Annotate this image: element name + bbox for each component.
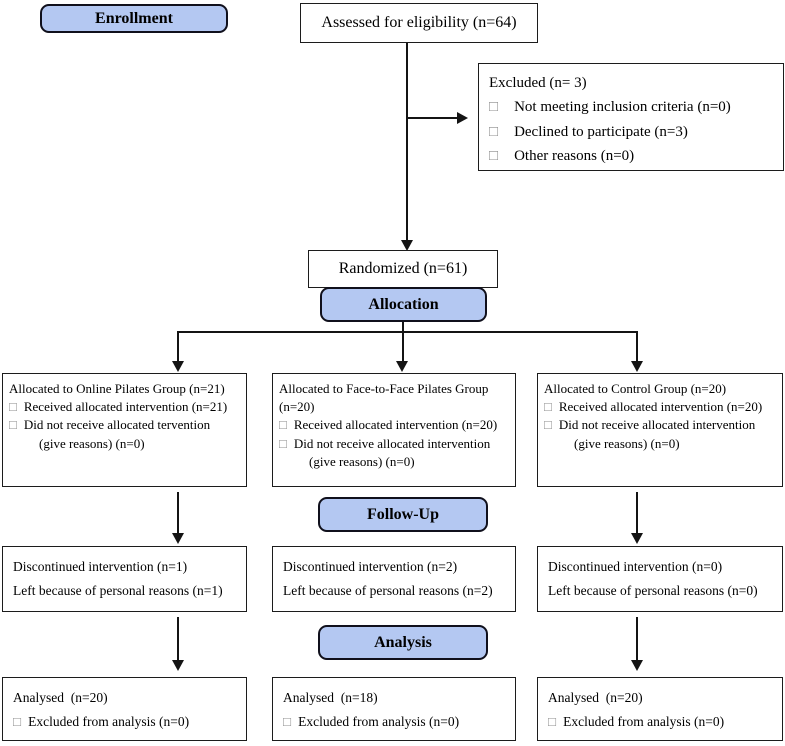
randomized-box: Randomized (n=61) <box>308 250 498 288</box>
allocation-item: □ Received allocated intervention (n=20) <box>544 398 776 416</box>
checkbox-icon: □ <box>9 399 17 415</box>
allocation-item: □ Did not receive allocated intervention <box>544 416 776 434</box>
checkbox-icon: □ <box>548 713 557 729</box>
checkbox-icon: □ <box>489 123 499 140</box>
followup-line: Left because of personal reasons (n=1) <box>13 582 223 598</box>
followup-box-control: Discontinued intervention (n=0) Left bec… <box>537 546 783 612</box>
connector-left-analysis <box>177 617 179 661</box>
excluded-title: Excluded (n= 3) <box>489 75 587 91</box>
analysis-line-label: Excluded from analysis (n=0) <box>28 713 190 729</box>
allocation-item: □ Did not receive allocated tervention <box>9 416 240 434</box>
follow-up-banner: Follow-Up <box>318 497 488 532</box>
allocation-title: Allocated to Face-to-Face Pilates Group … <box>279 381 489 415</box>
allocation-banner: Allocation <box>320 287 487 322</box>
analysis-line: Analysed (n=20) <box>548 690 643 705</box>
arrowhead-down-icon <box>172 361 184 372</box>
allocation-item-continuation: (give reasons) (n=0) <box>574 435 680 451</box>
enrollment-banner: Enrollment <box>40 4 228 33</box>
excluded-item: □ Not meeting inclusion criteria (n=0) <box>489 95 773 119</box>
checkbox-icon: □ <box>279 417 287 433</box>
excluded-item-label: Declined to participate (n=3) <box>514 123 688 140</box>
allocation-item: □ Received allocated intervention (n=21) <box>9 398 240 416</box>
allocation-item-label: Did not receive allocated intervention <box>293 435 491 451</box>
arrowhead-down-icon <box>172 533 184 544</box>
connector-allocation-right <box>636 331 638 362</box>
checkbox-icon: □ <box>13 713 22 729</box>
analysis-line: Analysed (n=20) <box>13 690 108 705</box>
allocation-item-label: Received allocated intervention (n=20) <box>293 417 498 433</box>
analysis-line: □ Excluded from analysis (n=0) <box>548 710 772 734</box>
allocation-box-control: Allocated to Control Group (n=20) □ Recei… <box>537 373 783 487</box>
analysis-line-label: Excluded from analysis (n=0) <box>563 713 725 729</box>
analysis-box-control: Analysed (n=20) □ Excluded from analysis … <box>537 677 783 741</box>
connector-left-followup <box>177 492 179 534</box>
analysis-box-face-to-face: Analysed (n=18) □ Excluded from analysis … <box>272 677 516 741</box>
checkbox-icon: □ <box>544 399 552 415</box>
analysis-banner: Analysis <box>318 625 488 660</box>
allocation-item-label: Received allocated intervention (n=20) <box>558 399 763 415</box>
checkbox-icon: □ <box>489 99 499 116</box>
allocation-item-continuation: (give reasons) (n=0) <box>39 435 145 451</box>
followup-box-online-pilates: Discontinued intervention (n=1) Left bec… <box>2 546 247 612</box>
arrowhead-right-icon <box>457 112 468 124</box>
allocation-item: □ Did not receive allocated intervention <box>279 435 509 453</box>
checkbox-icon: □ <box>489 147 499 164</box>
analysis-line: Analysed (n=18) <box>283 690 378 705</box>
arrowhead-down-icon <box>631 361 643 372</box>
followup-line: Discontinued intervention (n=0) <box>548 559 723 574</box>
analysis-line: □ Excluded from analysis (n=0) <box>13 710 236 734</box>
arrowhead-down-icon <box>631 533 643 544</box>
analysis-box-online-pilates: Analysed (n=20) □ Excluded from analysis … <box>2 677 247 741</box>
allocation-title: Allocated to Control Group (n=20) <box>544 381 727 396</box>
arrowhead-down-icon <box>172 660 184 671</box>
allocation-item-label: Did not receive allocated intervention <box>558 417 756 433</box>
analysis-line: □ Excluded from analysis (n=0) <box>283 710 505 734</box>
followup-box-face-to-face: Discontinued intervention (n=2) Left bec… <box>272 546 516 612</box>
assessed-box: Assessed for eligibility (n=64) <box>300 3 538 43</box>
allocation-item-label: Received allocated intervention (n=21) <box>23 399 228 415</box>
allocation-item: □ Received allocated intervention (n=20) <box>279 416 509 434</box>
excluded-box: Excluded (n= 3) □ Not meeting inclusion c… <box>478 63 784 171</box>
followup-line: Left because of personal reasons (n=2) <box>283 582 493 598</box>
branch-line <box>177 331 638 333</box>
excluded-item-label: Other reasons (n=0) <box>514 147 635 164</box>
arrowhead-down-icon <box>401 240 413 251</box>
allocation-box-face-to-face: Allocated to Face-to-Face Pilates Group … <box>272 373 516 487</box>
connector-assessed-randomized <box>406 43 408 241</box>
checkbox-icon: □ <box>544 417 552 433</box>
followup-line: Discontinued intervention (n=1) <box>13 559 188 574</box>
checkbox-icon: □ <box>9 417 17 433</box>
checkbox-icon: □ <box>279 435 287 451</box>
follow-up-banner-label: Follow-Up <box>367 505 439 523</box>
excluded-item: □ Declined to participate (n=3) <box>489 120 773 144</box>
randomized-label: Randomized (n=61) <box>338 260 468 277</box>
allocation-item-continuation: (give reasons) (n=0) <box>309 453 415 469</box>
checkbox-icon: □ <box>283 713 292 729</box>
arrowhead-down-icon <box>396 361 408 372</box>
excluded-item: □ Other reasons (n=0) <box>489 144 773 168</box>
connector-allocation-middle <box>402 322 404 362</box>
allocation-box-online-pilates: Allocated to Online Pilates Group (n=21)… <box>2 373 247 487</box>
connector-to-excluded <box>407 117 459 119</box>
excluded-item-label: Not meeting inclusion criteria (n=0) <box>514 99 731 116</box>
connector-right-followup <box>636 492 638 534</box>
connector-right-analysis <box>636 617 638 661</box>
assessed-label: Assessed for eligibility (n=64) <box>321 14 517 31</box>
analysis-banner-label: Analysis <box>374 633 432 651</box>
arrowhead-down-icon <box>631 660 643 671</box>
analysis-line-label: Excluded from analysis (n=0) <box>298 713 460 729</box>
connector-allocation-left <box>177 331 179 362</box>
followup-line: Left because of personal reasons (n=0) <box>548 582 758 598</box>
followup-line: Discontinued intervention (n=2) <box>283 559 458 574</box>
allocation-item-label: Did not receive allocated tervention <box>23 417 211 433</box>
allocation-banner-label: Allocation <box>368 295 439 313</box>
allocation-title: Allocated to Online Pilates Group (n=21) <box>9 381 225 396</box>
enrollment-banner-label: Enrollment <box>95 9 173 27</box>
